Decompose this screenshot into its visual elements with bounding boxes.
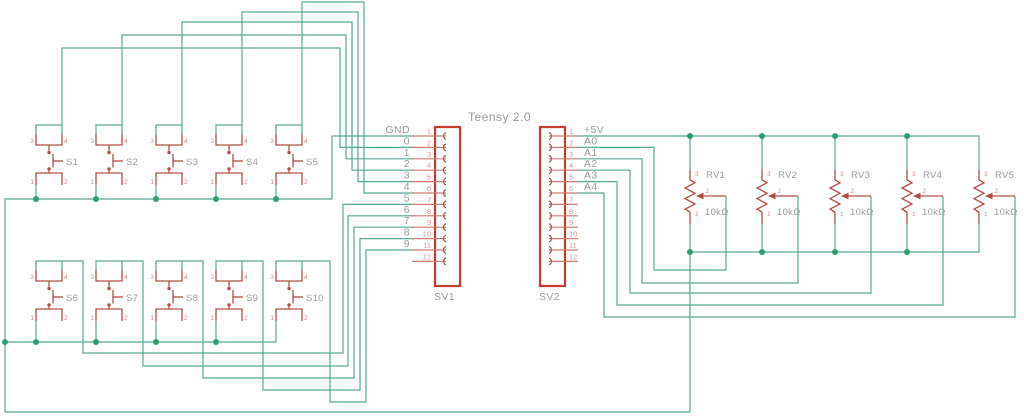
connector-sv1: 1 2 3 4 5 6 7 8 9 10 11 12 GND 0 1 2 3 4… [385,124,462,303]
svg-text:9: 9 [569,218,573,227]
pot-value: 10kΩ [705,207,729,218]
svg-text:A1: A1 [584,147,598,159]
pot-value: 10kΩ [922,207,946,218]
pot-value: 10kΩ [850,207,874,218]
switch-s5: S5 [269,133,318,187]
svg-text:9: 9 [404,238,410,250]
svg-text:4: 4 [569,161,573,170]
net-switch-row2 [35,203,414,403]
svg-text:4: 4 [404,181,410,193]
switch-s6: S6 [29,269,78,323]
pot-value: 10kΩ [994,207,1018,218]
svg-text:3: 3 [569,150,573,159]
svg-text:7: 7 [404,215,410,227]
svg-text:1: 1 [427,127,431,136]
svg-text:5: 5 [427,173,431,182]
svg-text:6: 6 [427,184,431,193]
switch-s3: S3 [149,133,198,187]
svg-text:8: 8 [427,207,431,216]
sv2-pin-labels: +5V A0 A1 A2 A3 A4 [584,124,604,193]
pot-label: RV2 [778,170,797,181]
net-switch-row1 [35,1,414,194]
net-analog [578,146,1016,318]
switch-s8: S8 [149,269,198,323]
switch-label: S5 [306,157,318,168]
svg-text:4: 4 [427,161,431,170]
svg-text:8: 8 [404,227,410,239]
svg-text:GND: GND [385,124,410,136]
svg-text:2: 2 [404,158,410,170]
pot-label: RV1 [706,170,725,181]
svg-text:7: 7 [427,195,431,204]
junction-dots [2,133,910,345]
sv1-pin-numbers: 1 2 3 4 5 6 7 8 9 10 11 12 [423,127,431,261]
svg-text:2: 2 [569,138,573,147]
switch-s2: S2 [89,133,138,187]
switch-s4: S4 [209,133,258,187]
sv2-name: SV2 [539,291,560,303]
svg-text:5: 5 [569,173,573,182]
switch-label: S4 [246,157,258,168]
switch-s1: S1 [29,133,78,187]
switch-s7: S7 [89,269,138,323]
svg-text:A0: A0 [584,135,598,147]
switch-s10: S10 [269,269,324,323]
net-5v [578,135,980,170]
switch-label: S2 [126,157,138,168]
svg-text:1: 1 [569,127,573,136]
sv1-name: SV1 [434,291,455,303]
pot-rv5: RV5 10kΩ [973,169,1018,225]
sv1-pin-labels: GND 0 1 2 3 4 5 6 7 8 9 [385,124,410,250]
net-gnd [4,135,691,413]
svg-text:6: 6 [569,184,573,193]
switch-label: S1 [66,157,78,168]
svg-text:2: 2 [427,138,431,147]
svg-text:0: 0 [404,135,410,147]
svg-text:3: 3 [427,150,431,159]
svg-text:8: 8 [569,207,573,216]
pot-rv4: RV4 10kΩ [901,169,946,225]
switch-label: S8 [186,293,198,304]
svg-text:A4: A4 [584,181,598,193]
svg-text:6: 6 [404,204,410,216]
board-title: Teensy 2.0 [468,110,531,124]
pot-label: RV3 [851,170,870,181]
connector-sv2: 1 2 3 4 5 6 7 8 9 10 11 12 +5V A0 A1 A2 … [538,124,604,303]
switch-s9: S9 [209,269,258,323]
svg-text:A3: A3 [584,170,598,182]
svg-text:+5V: +5V [584,124,604,136]
switch-label: S6 [66,293,78,304]
pot-rv2: RV2 10kΩ [756,169,801,225]
switch-label: S3 [186,157,198,168]
svg-text:9: 9 [427,218,431,227]
pot-value: 10kΩ [777,207,801,218]
switch-label: S9 [246,293,258,304]
svg-text:10: 10 [423,230,431,239]
switch-label: S10 [306,293,324,304]
svg-text:10: 10 [569,230,577,239]
switch-label: S7 [126,293,138,304]
svg-text:1: 1 [404,147,410,159]
svg-text:3: 3 [404,170,410,182]
svg-text:12: 12 [423,252,431,261]
svg-text:11: 11 [569,241,577,250]
svg-text:5: 5 [404,192,410,204]
svg-text:7: 7 [569,195,573,204]
pot-label: RV4 [923,170,942,181]
svg-text:11: 11 [423,241,431,250]
pot-rv1: RV1 10kΩ [684,169,729,225]
svg-text:12: 12 [569,252,577,261]
pot-rv3: RV3 10kΩ [829,169,874,225]
svg-text:A2: A2 [584,158,598,170]
sv2-pin-numbers: 1 2 3 4 5 6 7 8 9 10 11 12 [569,127,577,261]
net-pot-bottom [689,224,980,253]
pot-label: RV5 [995,170,1014,181]
